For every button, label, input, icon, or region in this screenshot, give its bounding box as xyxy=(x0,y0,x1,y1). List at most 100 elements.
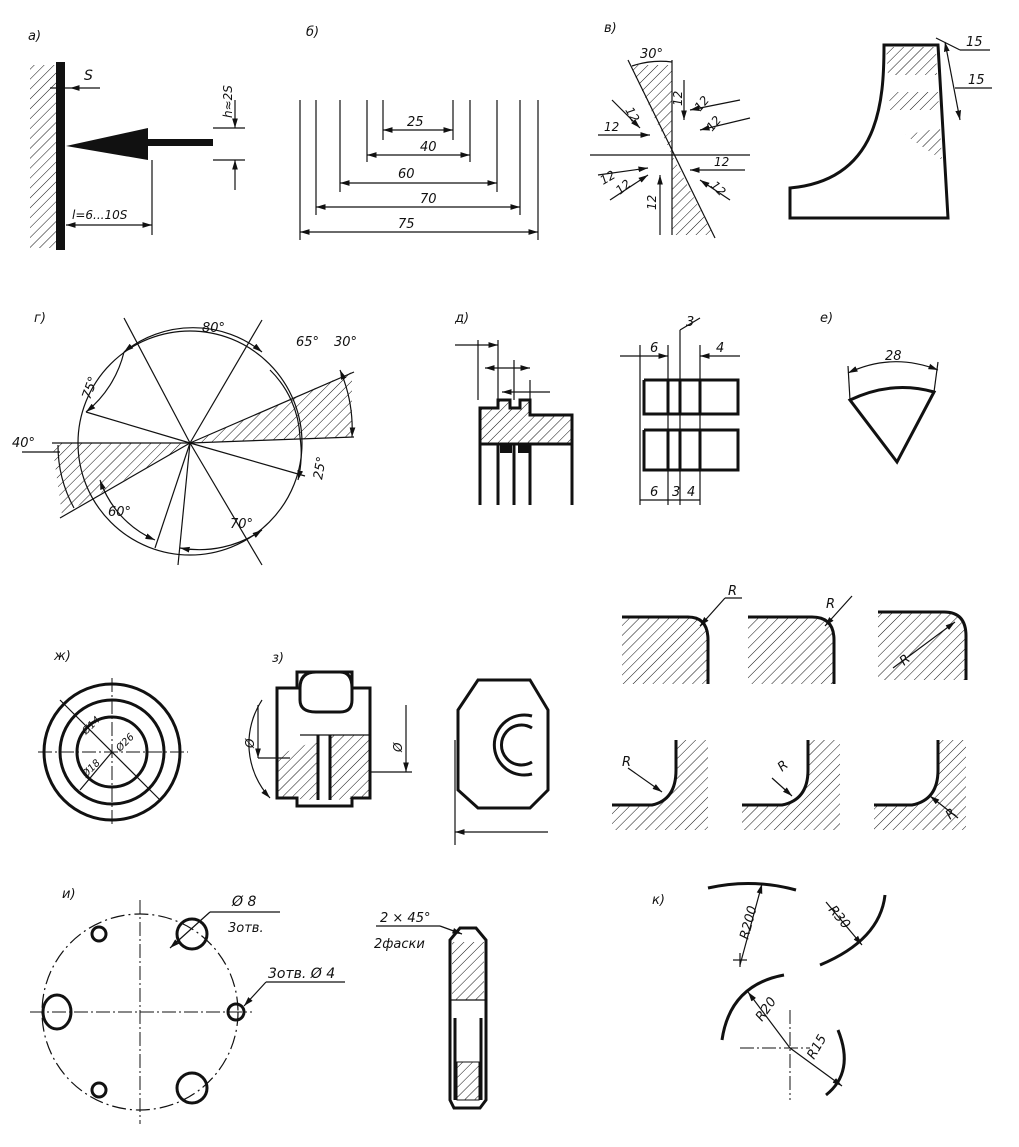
hole-8-top xyxy=(175,917,209,951)
dim-6-top: 6 xyxy=(650,341,658,356)
dim-3-bottom: 3 xyxy=(672,485,680,500)
figure-v-label: в) xyxy=(604,21,617,36)
dim-12-b: 12 xyxy=(622,105,642,125)
figure-zh-label: ж) xyxy=(53,649,71,664)
r-label-5: R xyxy=(622,755,631,770)
fillet-6-hatch xyxy=(874,740,966,830)
figure-z: з) Ø Ø xyxy=(243,651,550,845)
figure-e-label: е) xyxy=(820,311,833,326)
figure-b-label: б) xyxy=(306,25,319,40)
figure-z-label: з) xyxy=(272,651,284,666)
dim-chamfer-count: 2фаски xyxy=(374,937,425,952)
dim-3-top: 3 xyxy=(686,315,694,330)
dim-12-f: 12 xyxy=(714,155,729,169)
hole-4-bottom xyxy=(90,1081,108,1099)
figure-k-label: к) xyxy=(652,893,665,908)
hex-nut-view xyxy=(456,678,550,810)
dim-15-b: 15 xyxy=(968,73,985,88)
angle-60: 60° xyxy=(108,505,131,520)
section-hatch-top xyxy=(630,65,672,155)
dim-70: 70 xyxy=(420,192,437,207)
sector-hatch-left xyxy=(52,443,190,515)
dim-12-e: 12 xyxy=(704,113,725,134)
figure-g: г) 80° 65° 30° 75° 40° 25° 60° 70° xyxy=(12,311,357,566)
r-label-6: R xyxy=(775,758,792,775)
dim-12-g: 12 xyxy=(598,168,618,188)
plate xyxy=(56,62,65,250)
angle-65: 65° xyxy=(296,335,319,350)
figure-b: б) 25 40 60 70 75 xyxy=(299,25,539,240)
dim-4-bottom: 4 xyxy=(687,485,695,500)
bracket-part xyxy=(788,43,950,220)
dim-r20: R20 xyxy=(753,995,780,1025)
pin-hatch xyxy=(452,942,484,1000)
dim-3holes-4: 3отв. Ø 4 xyxy=(268,966,335,982)
dim-4-top: 4 xyxy=(716,341,724,356)
dim-40: 40 xyxy=(420,140,437,155)
figure-i: и) Ø 8 3отв. 3отв. Ø 4 2 × 45° 2фаски xyxy=(30,887,488,1124)
figure-k: к) R200 R30 R20 R15 xyxy=(652,882,887,1100)
dim-75: 75 xyxy=(398,217,415,232)
angle-70: 70° xyxy=(230,517,253,532)
figure-i-label: и) xyxy=(62,887,76,902)
dim-12-c: 12 xyxy=(604,120,619,134)
shaft-bottom-view xyxy=(642,428,740,472)
dim-12-i: 12 xyxy=(708,178,729,199)
hole-4-right xyxy=(226,1002,246,1022)
angle-30: 30° xyxy=(640,47,663,62)
angle-75: 75° xyxy=(80,375,102,402)
arc-r15 xyxy=(825,1029,846,1097)
fillet-4-hatch xyxy=(612,740,708,830)
fillet-5-hatch xyxy=(742,740,840,830)
sector-part xyxy=(847,386,937,465)
figure-a-label: а) xyxy=(28,29,41,44)
weld-arrow-head xyxy=(66,128,148,160)
arc-r30 xyxy=(819,894,887,967)
weld-arrow-shaft xyxy=(148,139,213,146)
dim-h: h≈2S xyxy=(221,85,235,118)
angle-25: 25° xyxy=(311,455,330,480)
dim-dia-right: Ø xyxy=(391,742,405,753)
angle-30: 30° xyxy=(334,335,357,350)
dim-hole-8: Ø 8 xyxy=(231,894,256,910)
figure-v: в) 30° 12 12 12 12 12 12 12 12 12 12 xyxy=(590,21,992,239)
dim-dia-left: Ø xyxy=(243,738,257,749)
figure-g-label: г) xyxy=(34,311,46,326)
bracket-hatch-3 xyxy=(905,128,942,160)
bracket-hatch-2 xyxy=(889,92,939,110)
dim-12-d: 12 xyxy=(692,93,713,114)
nut-hatch-left xyxy=(278,740,318,800)
dim-12-j: 12 xyxy=(645,195,659,210)
hole-8-bottom xyxy=(175,1071,209,1105)
arc-r20 xyxy=(720,973,785,1041)
dim-d18: Ø18 xyxy=(79,757,103,781)
dim-6-bottom: 6 xyxy=(650,485,658,500)
figure-a: а) S h≈2S l=6...10S xyxy=(28,29,245,250)
dim-chamfer: 2 × 45° xyxy=(380,911,430,926)
dim-r15: R15 xyxy=(804,1032,830,1062)
figure-zh: ж) Ø14 Ø26 Ø18 xyxy=(38,649,188,826)
fillet-2-hatch xyxy=(748,617,834,684)
wall-hatch xyxy=(30,65,58,248)
figure-r-fillets: R R R R R R xyxy=(612,584,968,830)
figure-d: д) 6 3 4 6 3 4 xyxy=(454,311,740,505)
dim-12-a: 12 xyxy=(671,91,685,106)
section-hatch-bottom xyxy=(672,155,713,235)
dim-l: l=6...10S xyxy=(72,208,128,222)
angle-40: 40° xyxy=(12,436,35,451)
figure-d-label: д) xyxy=(454,311,469,326)
pin-part xyxy=(448,926,488,1110)
r-label-2: R xyxy=(826,597,835,612)
dim-d26: Ø26 xyxy=(113,731,137,755)
figure-e: е) 28 xyxy=(820,311,939,465)
angle-80: 80° xyxy=(202,321,225,336)
arc-r200 xyxy=(707,882,797,892)
hole-8-left xyxy=(41,993,73,1031)
shaft-section-left xyxy=(480,400,572,444)
dim-r200: R200 xyxy=(737,904,760,941)
dim-15-a: 15 xyxy=(966,35,983,50)
nut-hatch-right xyxy=(330,735,370,800)
shaft-top-view xyxy=(642,378,740,416)
arc-28: 28 xyxy=(885,349,902,364)
